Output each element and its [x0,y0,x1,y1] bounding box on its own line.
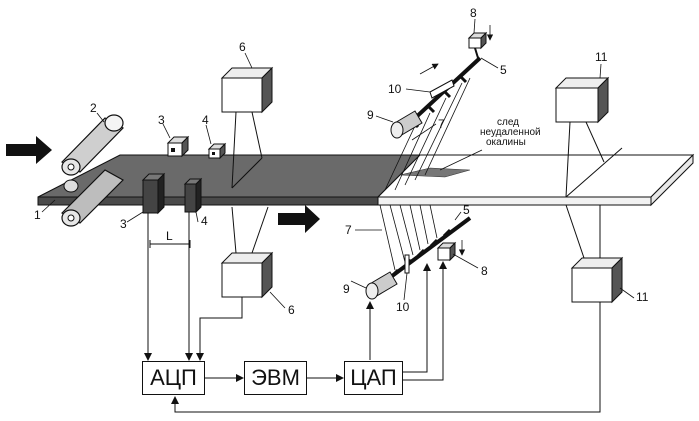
leader-lines [41,18,635,309]
label-7a: 7 [438,117,445,131]
label-5a: 5 [500,63,507,77]
roll-stand [61,114,124,227]
label-11b: 11 [636,290,649,304]
label-7b: 7 [345,223,352,237]
label-3a: 3 [158,113,165,127]
label-8b: 8 [481,264,488,278]
label-3b: 3 [120,217,127,231]
label-9b: 9 [343,282,350,296]
caption-line-2: неудаленной [480,127,541,138]
camera-6-bottom [220,206,274,299]
scale-trace-caption: след неудаленной окалины [480,117,541,148]
caption-line-1: след [497,117,519,128]
label-L: L [166,229,173,243]
label-6a: 6 [239,40,246,54]
computer-block: ЭВМ [244,361,307,395]
top-sensor-3 [166,135,190,158]
label-4b: 4 [201,214,208,228]
label-10b: 10 [396,300,410,314]
label-5b: 5 [463,203,470,217]
label-10a: 10 [388,82,402,96]
camera-11-bottom [565,204,624,304]
label-11a: 11 [595,50,608,64]
strip-motion-arrow [278,205,320,233]
bottom-nozzle-manifold [365,204,472,300]
label-2: 2 [90,101,97,115]
distance-L [149,240,191,248]
edge-sensor-3 [141,172,166,215]
signal-lines [144,212,601,413]
steel-strip [37,153,695,207]
adc-block: АЦП [142,361,205,395]
camera-6-top [220,66,274,189]
label-4a: 4 [202,113,209,127]
camera-11-top [554,76,623,198]
strip-clean-edge [377,196,652,206]
label-8a: 8 [470,6,477,20]
label-1: 1 [34,208,41,222]
label-6b: 6 [288,303,295,317]
label-9a: 9 [367,108,374,122]
top-nozzle-manifold [384,31,488,191]
edge-sensor-4 [183,177,203,214]
motion-arrows [419,25,494,256]
dac-block: ЦАП [344,361,403,395]
top-sensor-4 [207,142,227,160]
strip-direction-arrow [6,136,52,164]
caption-line-3: окалины [486,137,526,148]
reference-numbers: 1 2 3 4 3 4 L 6 6 8 8 5 5 10 10 9 9 7 7 … [34,6,649,317]
